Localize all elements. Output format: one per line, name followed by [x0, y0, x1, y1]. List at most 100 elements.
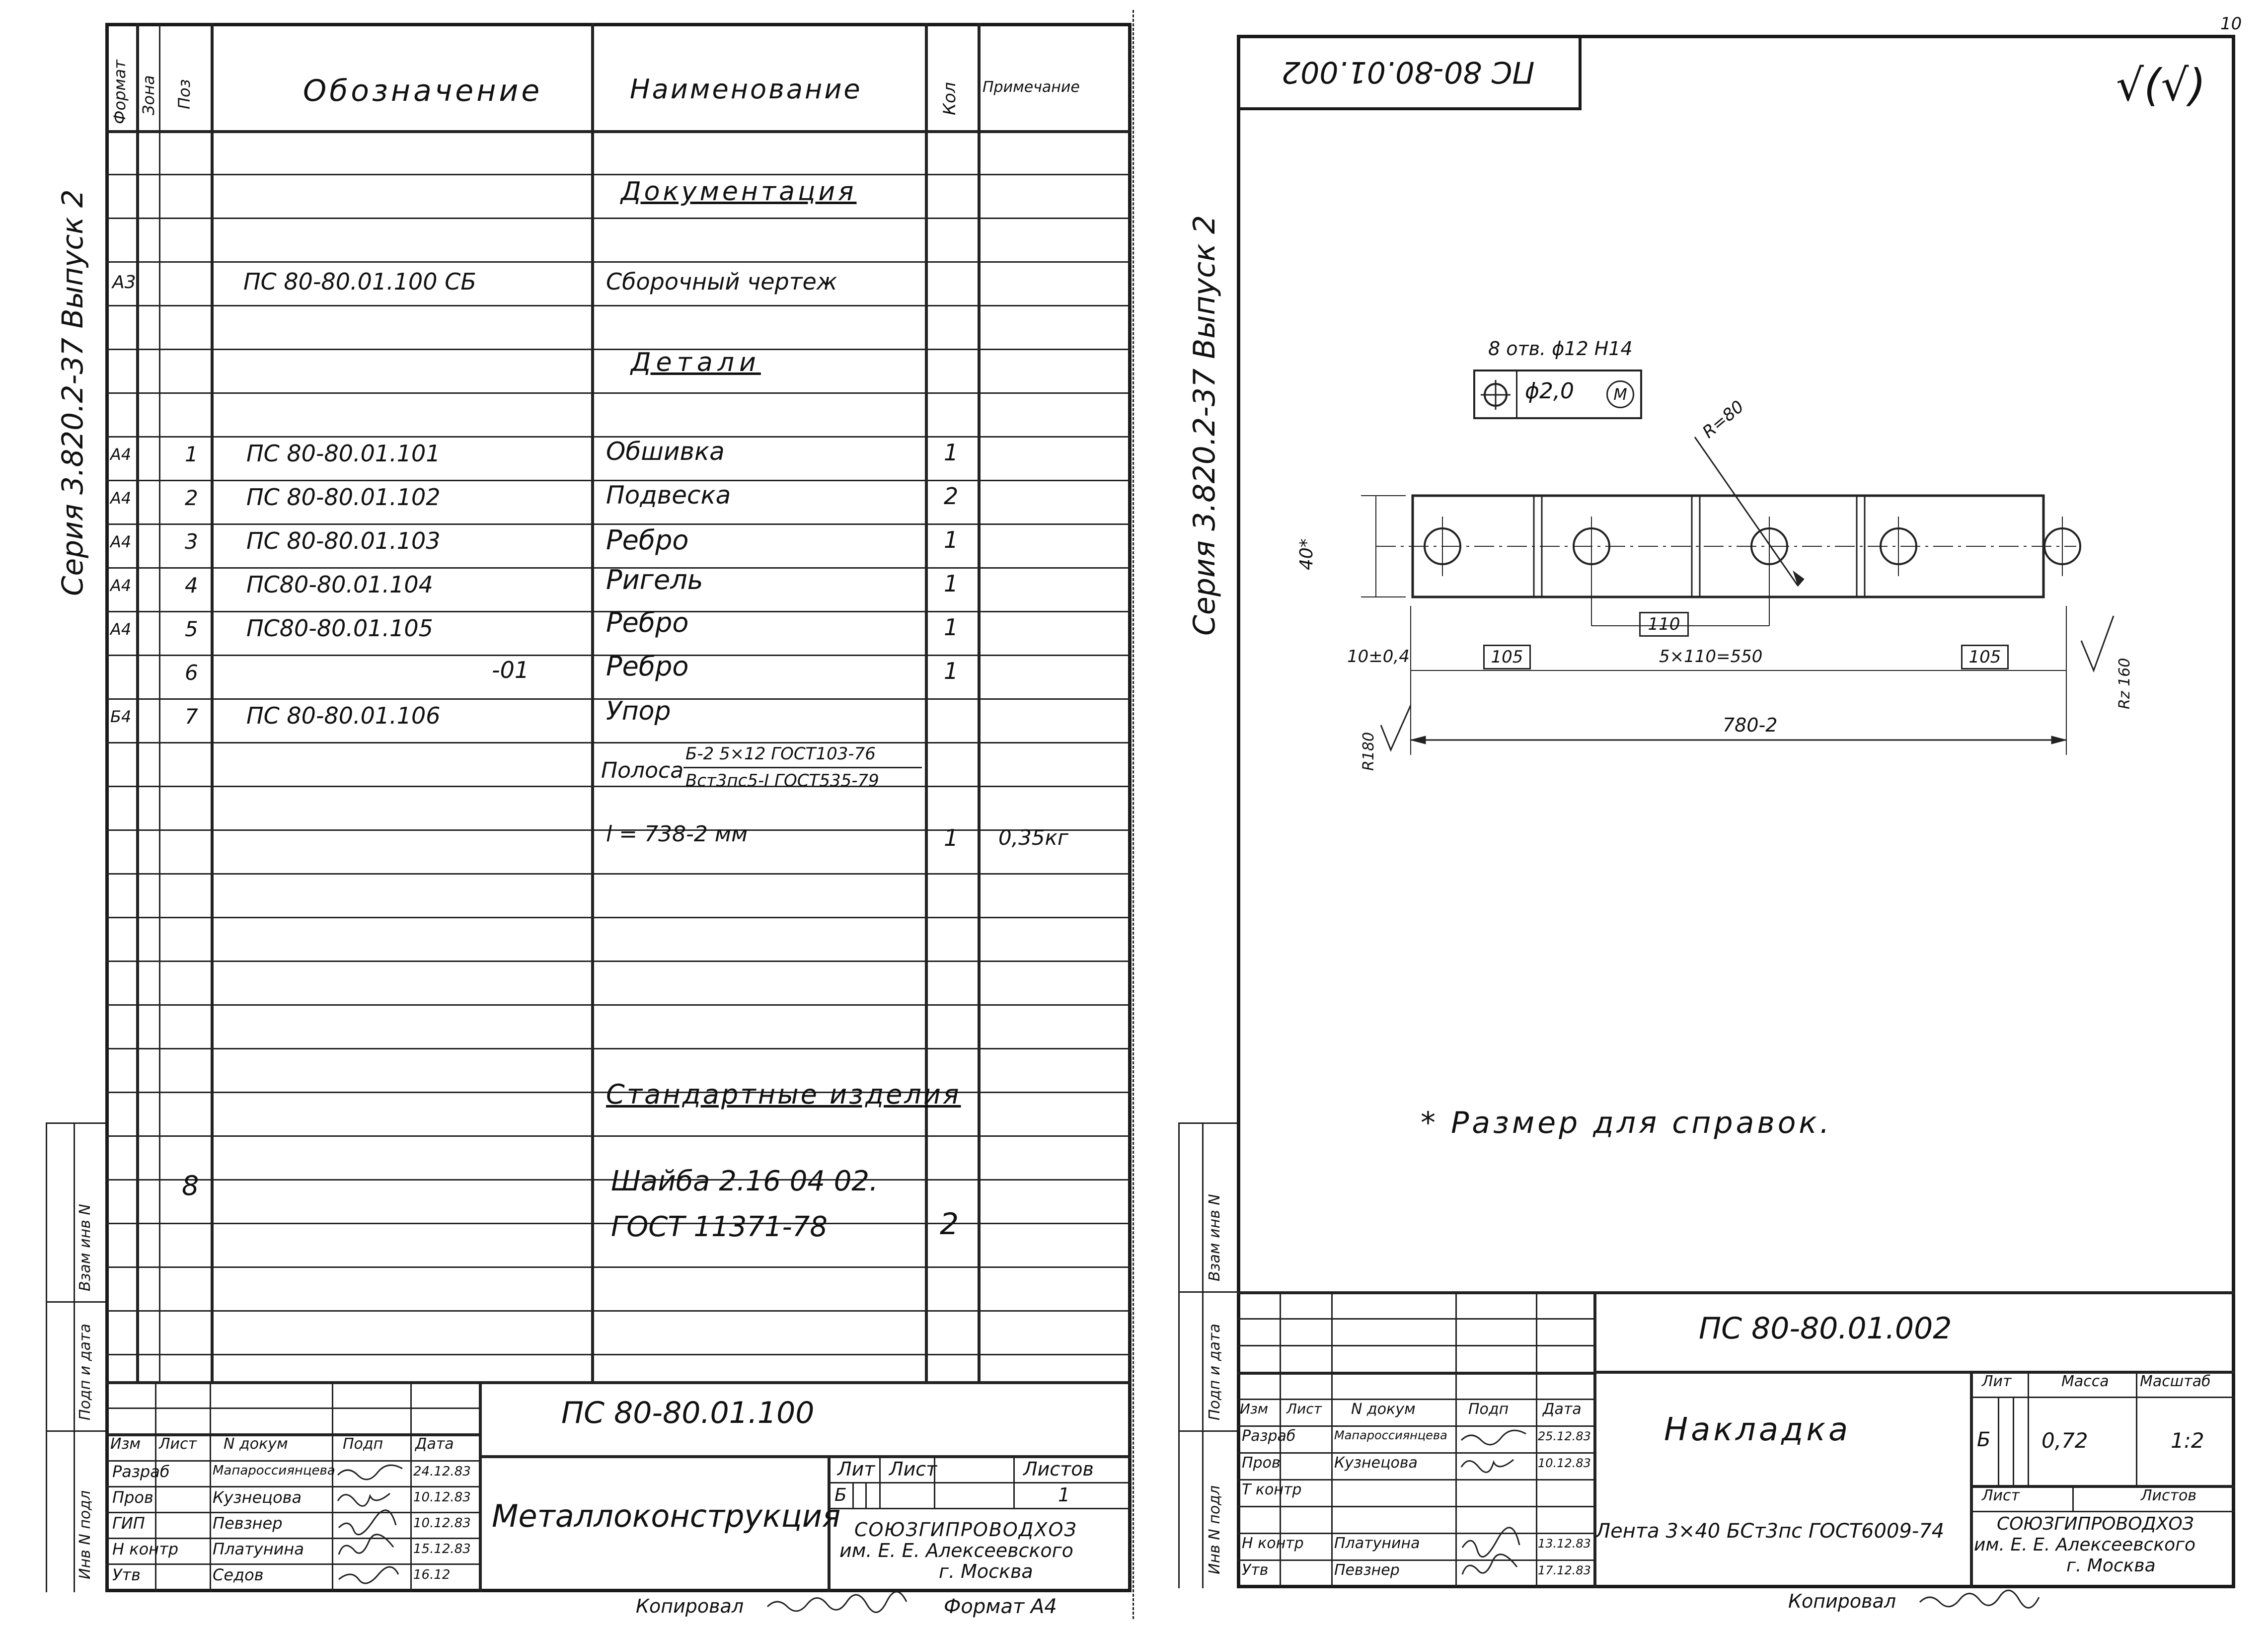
tb-date: 17.12.83	[1538, 1563, 1591, 1577]
tb-role: Пров	[112, 1488, 153, 1507]
tb-role: Утв	[1242, 1561, 1269, 1579]
tb-date: 15.12.83	[413, 1542, 471, 1556]
footer-format: Формат А4	[944, 1595, 1057, 1618]
strip-fraction-top: Б-2 5×12 ГОСТ103-76	[685, 744, 876, 764]
margin-stamp: Взам инв N	[1206, 1194, 1223, 1281]
row-pos: 6	[185, 661, 198, 685]
tb-ndokum: N докум	[1351, 1401, 1416, 1418]
header-zone: Зона	[139, 75, 158, 115]
row-format: А4	[110, 489, 132, 508]
row-format: Б4	[110, 707, 132, 726]
copier-signature	[766, 1592, 907, 1613]
tb-person: Кузнецова	[1334, 1454, 1418, 1472]
row-pos: 2	[185, 486, 198, 510]
row-designation: ПС 80-80.01.101	[246, 440, 441, 467]
tb-person: Платунина	[1334, 1535, 1420, 1552]
tb-lit-label: Лит	[1982, 1373, 2012, 1390]
row-designation: ПС80-80.01.105	[246, 615, 433, 642]
dim-left: 10±0,4	[1347, 647, 1410, 666]
margin-stamp: Подп и дата	[76, 1324, 94, 1420]
row-name: Ребро	[606, 524, 689, 556]
tb-role: ГИП	[112, 1514, 145, 1533]
row-pos: 8	[182, 1170, 199, 1201]
header-name: Наименование	[630, 74, 862, 105]
tb-person: Седов	[213, 1565, 264, 1584]
row-qty: 1	[944, 614, 959, 641]
holes-note: 8 отв. ϕ12 Н14	[1488, 338, 1633, 360]
row-designation: -01	[492, 657, 529, 683]
margin-stamp: Инв N подл	[1206, 1485, 1223, 1574]
tb-role: Разраб	[112, 1462, 170, 1481]
tb-lit-value: Б	[834, 1485, 847, 1505]
strip-label: Полоса	[601, 758, 684, 783]
row-format: А4	[110, 576, 132, 595]
section-documentation: Документация	[621, 177, 857, 207]
row-qty: 1	[944, 824, 959, 851]
tb-date: 13.12.83	[1538, 1537, 1591, 1551]
tb-podp: Подп	[1468, 1401, 1509, 1418]
tolerance-modifier: М	[1606, 380, 1634, 408]
tb-list-label: Лист	[889, 1458, 937, 1480]
row-name: Ребро	[606, 607, 689, 638]
tolerance-modifier-letter: М	[1613, 385, 1627, 404]
row-qty: 2	[944, 483, 959, 510]
tb-org-1: СОЮЗГИПРОВОДХОЗ	[854, 1519, 1077, 1541]
signatures-svg	[1460, 1429, 1526, 1575]
row-qty: 1	[944, 658, 959, 684]
tb-mass-label: Масса	[2061, 1373, 2109, 1390]
tb-list: Лист	[1286, 1401, 1322, 1417]
part-drawing	[1361, 437, 2115, 755]
header-format: Формат	[110, 60, 129, 124]
tb-role: Н контр	[112, 1540, 179, 1558]
tb-code: ПС 80-80.01.002	[1699, 1311, 1952, 1346]
rz-left: R180	[1360, 732, 1377, 771]
strip-fraction-bottom: Вст3пс5-I ГОСТ535-79	[685, 771, 879, 791]
tb-org-3: г. Москва	[2066, 1555, 2156, 1576]
tb-person: Платунина	[213, 1540, 304, 1558]
row-designation: ПС 80-80.01.102	[246, 484, 441, 511]
row-designation: ПС80-80.01.104	[246, 571, 433, 598]
tb-person: Певзнер	[1334, 1561, 1400, 1579]
tb-org-2: им. Е. Е. Алексеевского	[839, 1540, 1073, 1561]
row-qty: 1	[944, 570, 959, 597]
tb-listov-label: Листов	[1023, 1458, 1094, 1480]
dim-110: 110	[1639, 612, 1689, 637]
row-name: Сборочный чертеж	[606, 268, 837, 295]
row-designation: ПС 80-80.01.103	[246, 527, 441, 554]
row-note: 0,35кг	[998, 825, 1068, 850]
header-designation: Обозначение	[303, 74, 543, 108]
margin-stamp: Подп и дата	[1206, 1324, 1223, 1420]
margin-stamp: Взам инв N	[76, 1204, 94, 1291]
row-name: Подвеска	[606, 481, 731, 510]
footer-copied: Копировал	[636, 1595, 744, 1617]
tb-person: Мапароссиянцева	[1334, 1428, 1447, 1442]
tb-org-1: СОЮЗГИПРОВОДХОЗ	[1997, 1514, 2194, 1534]
row-pos: 3	[185, 529, 198, 554]
row-qty: 1	[944, 439, 959, 466]
dim-chain: 5×110=550	[1659, 647, 1763, 666]
tb-date: 25.12.83	[1538, 1429, 1591, 1443]
tb-scale-label: Масштаб	[2140, 1373, 2211, 1390]
row-pos: 4	[185, 573, 198, 597]
row-designation: ПС 80-80.01.106	[246, 702, 441, 729]
row-format: А3	[112, 272, 136, 293]
tb-title: Металлоконструкция	[492, 1498, 841, 1534]
row-format: А4	[110, 532, 132, 551]
row-format: А4	[110, 445, 132, 464]
rz-right: Rz 160	[2116, 658, 2133, 709]
tb-data: Дата	[415, 1435, 454, 1453]
height-dim: 40*	[1296, 538, 1317, 570]
signatures-svg	[337, 1464, 403, 1584]
row-name: l = 738-2 мм	[606, 821, 748, 847]
inverted-code: ПС 80-80.01.002	[1282, 55, 1535, 89]
tb-role: Н контр	[1242, 1535, 1304, 1552]
dim-105b: 105	[1961, 645, 2009, 669]
tb-person: Кузнецова	[213, 1488, 302, 1507]
tb-role: Разраб	[1242, 1427, 1296, 1445]
tb-data: Дата	[1543, 1401, 1582, 1418]
dim-105a: 105	[1483, 645, 1531, 669]
tb-org-3: г. Москва	[939, 1560, 1033, 1582]
tb-izm: Изм	[1240, 1401, 1268, 1417]
left-frame	[105, 23, 1132, 1592]
row-qty: 2	[940, 1207, 959, 1242]
